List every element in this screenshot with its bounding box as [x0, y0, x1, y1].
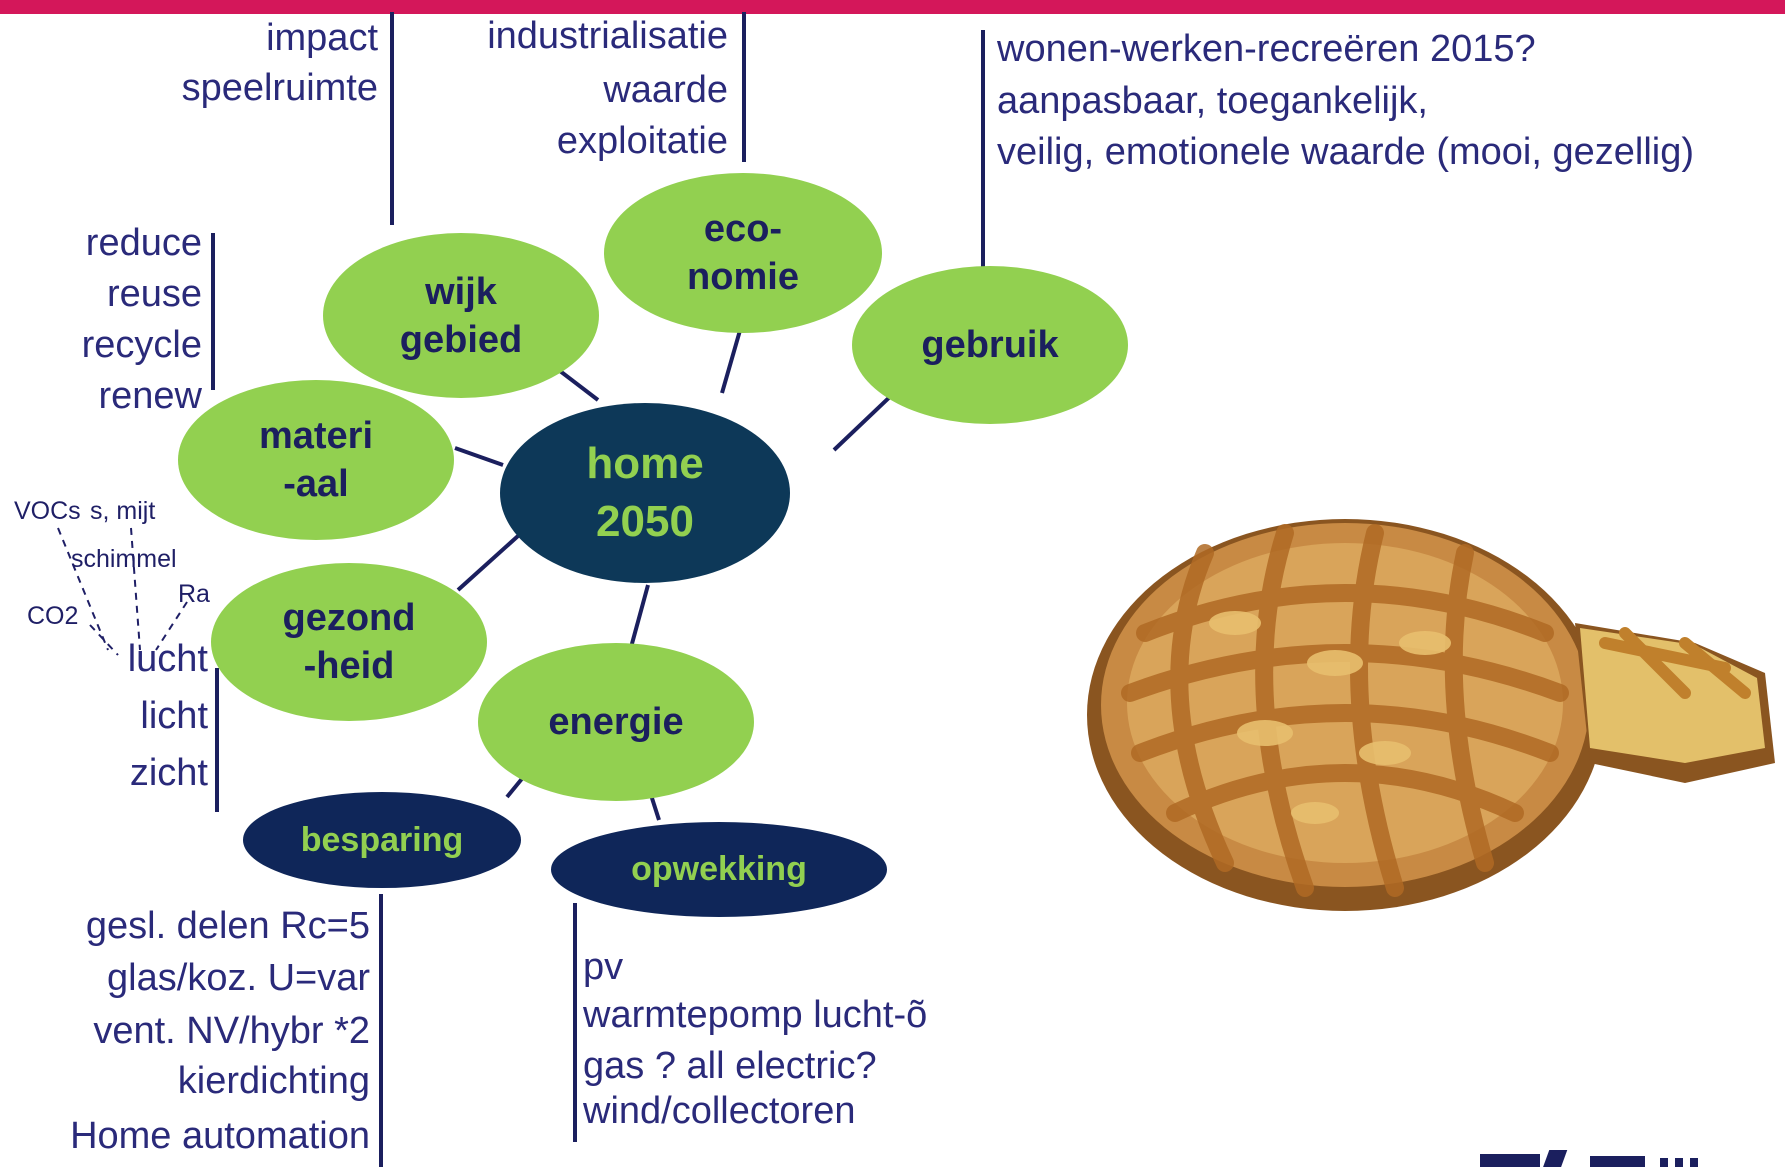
gebruik-item-2: aanpasbaar, toegankelijk, [997, 80, 1428, 122]
node-economie: eco- nomie [604, 173, 882, 333]
besparing-item-2: glas/koz. U=var [107, 957, 370, 999]
link-opwekking-energie [649, 794, 661, 821]
node-gebruik: gebruik [852, 266, 1128, 424]
node-energie: energie [478, 643, 754, 801]
opwekking-item-wind: wind/collectoren [583, 1090, 856, 1132]
lucht-sub-schimmel: schimmel [71, 545, 177, 573]
top-accent-bar [0, 0, 1785, 14]
gezondheid-item-licht: licht [140, 695, 208, 737]
materiaal-item-recycle: recycle [81, 324, 202, 366]
besparing-item-1: gesl. delen Rc=5 [85, 905, 370, 947]
dash-co2-lucht [89, 624, 119, 656]
materiaal-item-reuse: reuse [106, 273, 202, 315]
materiaal-item-renew: renew [98, 375, 203, 417]
lucht-sub-co2: CO2 [27, 602, 79, 630]
node-wijk-gebied: wijk gebied [323, 233, 599, 398]
gebruik-item-3: veilig, emotionele waarde (mooi, gezelli… [997, 131, 1695, 173]
node-opwekking: opwekking [551, 822, 887, 917]
wijk-item-speelruimte: speelruimte [181, 67, 378, 109]
materiaal-item-reduce: reduce [85, 222, 202, 264]
dash-vocs-lucht [57, 527, 109, 651]
gezondheid-item-zicht: zicht [129, 752, 208, 794]
node-besparing: besparing [243, 792, 521, 888]
economie-item-exploitatie: exploitatie [556, 120, 728, 162]
link-energie-hub [628, 584, 650, 652]
wijk-item-impact: impact [266, 17, 378, 59]
tu-logo-icon [1480, 1150, 1698, 1167]
economie-item-industrialisatie: industrialisatie [487, 15, 728, 57]
apple-pie-icon [1087, 519, 1775, 911]
lucht-sub-ra: Ra [178, 580, 210, 608]
lucht-sub-vocs: VOCs [14, 497, 81, 525]
besparing-item-3: vent. NV/hybr *2 [93, 1010, 370, 1052]
besparing-item-5: Home automation [70, 1115, 370, 1157]
opwekking-item-pv: pv [583, 946, 624, 988]
opwekking-item-warmtepomp: warmtepomp lucht-õ [583, 994, 928, 1036]
link-materiaal-hub [454, 446, 504, 467]
link-gezondheid-hub [456, 534, 520, 592]
link-gebruik-hub [832, 390, 897, 452]
gezondheid-item-lucht: lucht [127, 638, 208, 680]
node-gezondheid: gezond -heid [211, 563, 487, 721]
opwekking-item-gas: gas ? all electric? [583, 1045, 877, 1087]
besparing-item-4: kierdichting [177, 1060, 370, 1102]
lucht-sub-mijt: s, mijt [90, 497, 156, 525]
economie-item-waarde: waarde [603, 69, 728, 111]
node-materiaal: materi -aal [178, 380, 454, 540]
dash-ra-lucht [155, 601, 188, 651]
hub-node-home-2050: home 2050 [500, 403, 790, 583]
gebruik-item-1: wonen-werken-recreëren 2015? [997, 28, 1536, 70]
